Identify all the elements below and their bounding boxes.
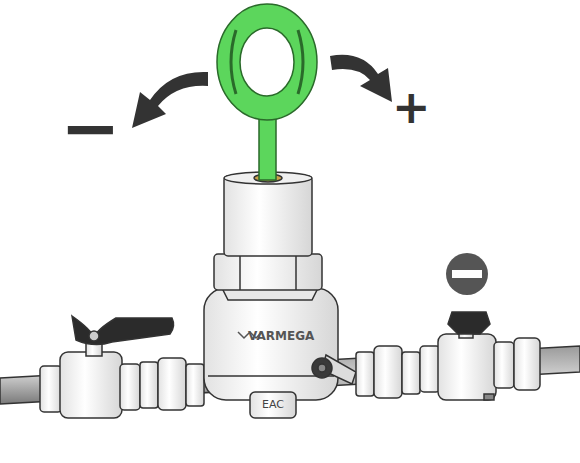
right-union	[356, 346, 420, 398]
right-ball-valve	[420, 312, 540, 400]
minus-sign: −	[60, 92, 120, 164]
rotation-arrows	[132, 55, 392, 128]
left-union	[140, 358, 204, 410]
adjustment-key	[217, 4, 317, 180]
plus-sign: +	[392, 84, 431, 130]
brand-label: VARMEGA	[248, 330, 314, 342]
certification-mark: EAC	[262, 399, 284, 410]
pressure-reducer	[204, 172, 356, 418]
closed-symbol	[446, 253, 488, 295]
left-ball-valve	[40, 316, 174, 418]
